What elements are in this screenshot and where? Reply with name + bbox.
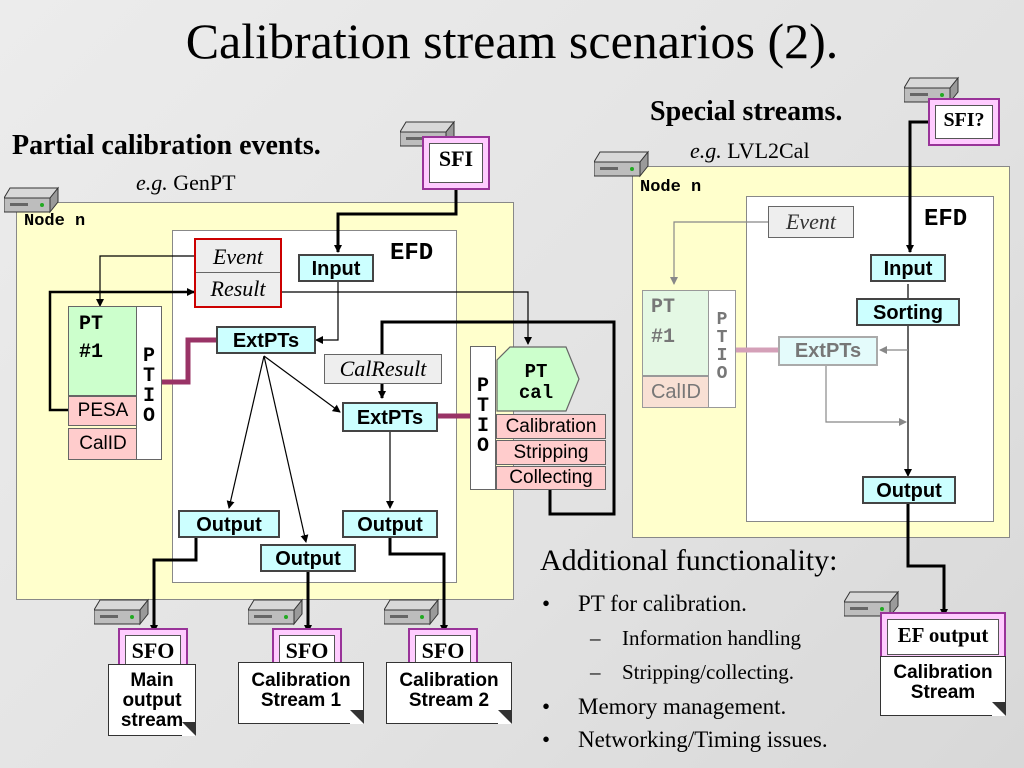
- left-extpts-box[interactable]: ExtPTs: [216, 326, 316, 354]
- ptcal-label: PT cal: [518, 361, 554, 404]
- right-example: e.g. LVL2Cal: [690, 138, 810, 163]
- ptio-letter: P: [716, 310, 728, 330]
- list-subitem: –Information handling: [590, 626, 802, 650]
- result-label: Result: [196, 273, 280, 306]
- pt1-line1: PT: [79, 313, 104, 336]
- stripping-row[interactable]: Stripping: [496, 440, 606, 465]
- left-efd-label: EFD: [390, 240, 434, 267]
- right-efd-label: EFD: [924, 206, 968, 233]
- server-icon: [4, 186, 60, 214]
- list-item: •Networking/Timing issues.: [542, 727, 828, 752]
- left-input-box[interactable]: Input: [298, 254, 374, 282]
- page-fold-icon: [350, 710, 364, 724]
- pesa-box[interactable]: PESA: [68, 396, 138, 426]
- ptio-letter: I: [716, 346, 728, 366]
- server-icon: [844, 590, 900, 618]
- right-node-label: Node n: [640, 178, 702, 197]
- collecting-row[interactable]: Collecting: [496, 466, 606, 490]
- server-icon: [384, 598, 440, 626]
- ptio-letter: I: [142, 385, 155, 408]
- ptcal-shape[interactable]: [496, 346, 580, 412]
- page-fold-icon: [992, 702, 1006, 716]
- list-subitem: –Stripping/collecting.: [590, 660, 795, 684]
- right-extpts-box[interactable]: ExtPTs: [778, 336, 878, 366]
- event-label: Event: [196, 240, 280, 273]
- sorting-box[interactable]: Sorting: [856, 298, 960, 326]
- ptio-letter: O: [716, 364, 728, 384]
- ptcal-ptio-box[interactable]: P T I O: [470, 346, 496, 490]
- ptio-letter: P: [476, 375, 489, 398]
- right-input-box[interactable]: Input: [870, 254, 946, 282]
- pt1-line2: #1: [79, 341, 104, 364]
- left-node-label: Node n: [24, 212, 86, 231]
- right-sfi-label: SFI?: [935, 105, 993, 139]
- left-calid-box[interactable]: CalID: [68, 428, 138, 460]
- left-heading: Partial calibration events.: [12, 130, 321, 161]
- ef-output-label: EF output: [887, 619, 999, 655]
- right-sfi-box[interactable]: SFI?: [928, 98, 1000, 146]
- left-ptio-box[interactable]: P T I O: [136, 306, 162, 460]
- ptio-letter: P: [142, 345, 155, 368]
- right-pt1-line1: PT: [651, 296, 676, 319]
- output-box-2[interactable]: Output: [260, 544, 356, 572]
- server-icon: [248, 598, 304, 626]
- ptio-letter: T: [142, 365, 155, 388]
- page-fold-icon: [498, 710, 512, 724]
- right-calid-box[interactable]: CalID: [642, 376, 710, 408]
- ptio-letter: O: [476, 435, 489, 458]
- page-title: Calibration stream scenarios (2).: [185, 13, 839, 69]
- left-extpts2-box[interactable]: ExtPTs: [342, 402, 438, 432]
- ptio-letter: T: [476, 395, 489, 418]
- right-ptio-box[interactable]: P T I O: [708, 290, 736, 408]
- additional-heading: Additional functionality:: [540, 544, 838, 577]
- right-pt1-box[interactable]: PT #1: [642, 290, 710, 376]
- calresult-box[interactable]: CalResult: [324, 354, 442, 384]
- left-example: e.g. GenPT: [136, 170, 236, 195]
- right-event-box[interactable]: Event: [768, 206, 854, 238]
- left-sfi-box[interactable]: SFI: [422, 136, 490, 190]
- server-icon: [594, 150, 650, 178]
- output-box-3[interactable]: Output: [342, 510, 438, 538]
- calibration-row[interactable]: Calibration: [496, 414, 606, 439]
- page-fold-icon: [182, 722, 196, 736]
- output-box-1[interactable]: Output: [178, 510, 280, 538]
- ptio-letter: I: [476, 415, 489, 438]
- additional-list: •PT for calibration. –Information handli…: [542, 590, 878, 760]
- left-sfi-label: SFI: [429, 143, 483, 183]
- ptio-letter: T: [716, 328, 728, 348]
- right-heading: Special streams.: [650, 96, 843, 127]
- list-item: •Memory management.: [542, 694, 787, 719]
- list-item: •PT for calibration.: [542, 591, 747, 616]
- right-pt1-line2: #1: [651, 326, 676, 349]
- right-output-box[interactable]: Output: [862, 476, 956, 504]
- event-result-box[interactable]: Event Result: [194, 238, 282, 308]
- server-icon: [94, 598, 150, 626]
- left-pt1-box[interactable]: PT #1: [68, 306, 138, 396]
- ptio-letter: O: [142, 405, 155, 428]
- ef-output-box[interactable]: EF output: [880, 612, 1006, 662]
